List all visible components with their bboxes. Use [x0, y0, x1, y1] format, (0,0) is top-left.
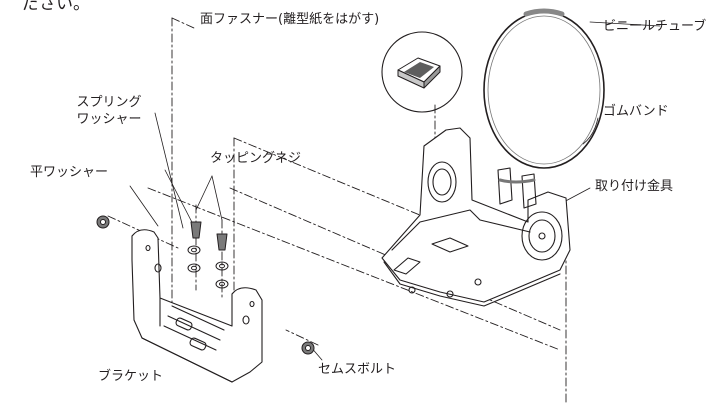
- leader-lines: [129, 21, 661, 361]
- rubber-band: [483, 8, 605, 169]
- label-velcro: 面ファスナー(離型紙をはがす): [200, 12, 380, 27]
- label-spring-washer-line2: ワッシャー: [76, 112, 142, 127]
- mounting-fitting: [381, 127, 571, 307]
- label-spring-washer-line1: スプリング: [76, 95, 142, 110]
- velcro-callout: [381, 31, 463, 113]
- label-rubber-band: ゴムバンド: [603, 104, 669, 119]
- label-sems-bolt: セムスボルト: [318, 362, 397, 377]
- fasteners: [96, 215, 315, 355]
- label-flat-washer: 平ワッシャー: [30, 165, 109, 180]
- label-spring-washer: スプリング ワッシャー: [66, 94, 152, 128]
- label-vinyl-tube: ビニールチューブ: [603, 19, 707, 34]
- label-bracket: ブラケット: [98, 369, 164, 384]
- bracket: [131, 229, 263, 383]
- label-mounting-fitting: 取り付け金具: [595, 179, 674, 194]
- header-fragment: ださい。: [22, 0, 90, 14]
- label-tapping-screw: タッピングネジ: [210, 151, 302, 166]
